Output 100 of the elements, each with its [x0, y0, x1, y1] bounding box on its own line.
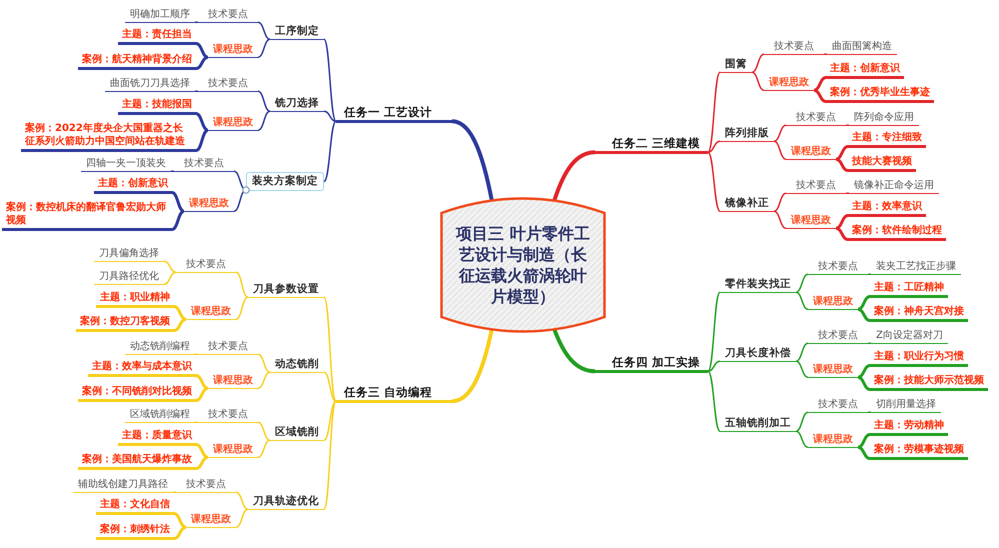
branch-line — [164, 260, 176, 273]
detail-topic: 刀具路径优化 — [94, 270, 164, 285]
topic-label: 技术要点 — [198, 8, 258, 23]
detail-topic: 案例：技能大师示范视频 — [870, 374, 988, 391]
topic-label: 课程思政 — [186, 305, 236, 320]
branch-line — [323, 400, 337, 510]
detail-topic: 四轴一夹一顶装夹 — [81, 157, 171, 172]
detail-topic: 主题：技能报国 — [118, 98, 196, 115]
branch-line — [868, 412, 871, 413]
subtopic: 刀具长度补偿 — [720, 347, 796, 362]
main-topic: 任务四 加工实操 — [595, 356, 708, 373]
branch-line — [171, 170, 174, 172]
branch-line — [172, 210, 184, 231]
branch-line — [858, 364, 870, 379]
topic-label: 技术要点 — [786, 111, 846, 126]
branch-line — [258, 110, 270, 131]
branch-line — [196, 374, 208, 390]
branch-line — [258, 354, 270, 373]
branch-line — [258, 38, 270, 58]
branch-line — [858, 446, 870, 460]
detail-topic: 案例：不同铣削对比视频 — [78, 385, 196, 402]
branch-line — [814, 88, 826, 103]
detail-topic: 主题：职业行为习惯 — [870, 350, 968, 367]
branch-line — [796, 430, 808, 448]
branch-line — [774, 192, 786, 212]
subtopic: 刀具参数设置 — [248, 283, 324, 298]
topic-label: 课程思政 — [208, 443, 258, 458]
branch-line — [836, 145, 848, 161]
branch-line — [324, 372, 336, 402]
detail-topic: 主题：效率与成本意识 — [88, 360, 196, 377]
branch-line — [236, 492, 248, 510]
branch-line — [752, 72, 764, 91]
branch-line — [796, 412, 808, 432]
branch-line — [846, 192, 849, 194]
branch-line — [236, 508, 248, 528]
subtopic: 区域铣削 — [270, 426, 324, 441]
detail-topic: 技能大赛视频 — [848, 155, 916, 172]
branch-line — [195, 354, 198, 355]
branch-line — [164, 272, 176, 285]
topic-label: 技术要点 — [198, 77, 258, 92]
branch-line — [708, 360, 720, 372]
branch-line — [708, 370, 720, 432]
branch-line — [452, 119, 494, 202]
subtopic: 零件装夹找正 — [720, 278, 796, 293]
topic-label: 技术要点 — [808, 398, 868, 413]
branch-line — [814, 76, 826, 92]
branch-line — [196, 386, 208, 402]
branch-line — [195, 22, 198, 23]
branch-line — [707, 72, 721, 153]
branch-line — [708, 140, 720, 153]
topic-label: 技术要点 — [786, 179, 846, 194]
branch-line — [258, 422, 270, 441]
subtopic: 围篱 — [720, 58, 752, 73]
detail-topic: 案例：刺绣针法 — [96, 523, 174, 540]
branch-line — [868, 342, 871, 344]
branch-line — [858, 295, 870, 311]
branch-line — [258, 22, 270, 40]
topic-label: 课程思政 — [786, 145, 836, 160]
detail-topic: 案例：优秀毕业生事迹 — [826, 86, 934, 103]
branch-line — [452, 328, 494, 404]
detail-topic: 刀具偏角选择 — [94, 247, 164, 262]
subtopic: 刀具轨迹优化 — [248, 495, 324, 510]
branch-line — [846, 124, 849, 126]
branch-line — [174, 512, 186, 529]
branch-line — [868, 274, 871, 275]
branch-line — [324, 400, 336, 441]
branch-line — [258, 440, 270, 458]
branch-line — [196, 443, 208, 459]
branch-line — [836, 158, 848, 172]
branch-line — [234, 189, 246, 212]
branch-line — [796, 274, 808, 293]
topic-label: 技术要点 — [174, 157, 234, 172]
topic-label: 课程思政 — [186, 513, 236, 528]
selected-subtopic: 装夹方案制定 — [246, 172, 324, 191]
branch-line — [796, 292, 808, 310]
main-topic: 任务一 工艺设计 — [336, 106, 452, 123]
branch-line — [174, 305, 186, 321]
branch-line — [196, 128, 208, 152]
branch-line — [174, 318, 186, 332]
branch-line — [858, 308, 870, 322]
main-topic: 任务二 三维建模 — [595, 137, 708, 154]
branch-line — [173, 492, 176, 493]
branch-line — [236, 296, 248, 320]
detail-topic: 主题：职业精神 — [96, 291, 174, 308]
topic-label: 课程思政 — [184, 197, 234, 212]
branch-line — [796, 360, 808, 378]
detail-topic: 主题：责任担当 — [118, 28, 196, 45]
topic-label: 课程思政 — [208, 374, 258, 389]
central-topic — [440, 196, 606, 334]
detail-topic: 主题：创新意识 — [94, 177, 172, 194]
central-topic-text: 项目三 叶片零件工艺设计与制造（长征运载火箭涡轮叶片模型） — [454, 223, 591, 307]
topic-label: 技术要点 — [808, 260, 868, 275]
branch-line — [774, 210, 786, 229]
detail-topic: 主题：工匠精神 — [870, 281, 948, 298]
topic-label: 课程思政 — [764, 76, 814, 91]
branch-line — [196, 456, 208, 470]
topic-label: 课程思政 — [208, 116, 258, 131]
topic-label: 技术要点 — [198, 408, 258, 423]
topic-label: 技术要点 — [764, 40, 824, 55]
detail-topic: 案例：数控刀客视频 — [76, 315, 174, 332]
